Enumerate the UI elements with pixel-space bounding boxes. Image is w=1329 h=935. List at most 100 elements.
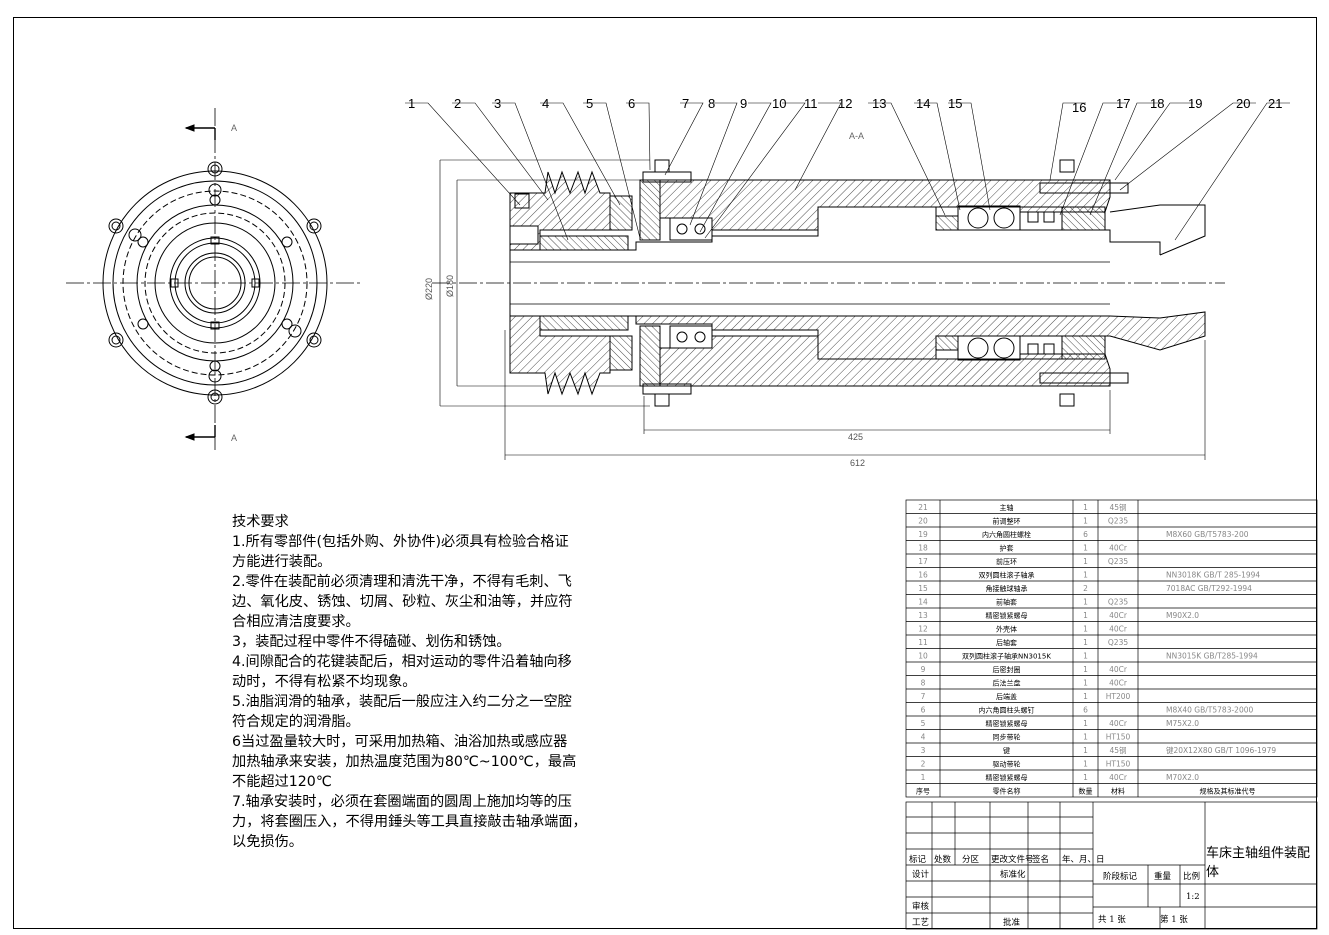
bom-cell-name: 后密封圈 (993, 665, 1021, 674)
balloon-5: 5 (586, 96, 593, 111)
bom-cell-name: 后法兰盘 (993, 679, 1021, 688)
bom-cell-qty: 1 (1083, 557, 1088, 566)
bom-cell-no: 2 (921, 760, 926, 769)
note-line: 6当过盈量较大时，可采用加热箱、油浴加热或感应器 (232, 734, 568, 750)
bom-cell-qty: 6 (1083, 706, 1088, 715)
notes-title: 技术要求 (232, 514, 289, 530)
bom-cell-spec: M70X2.0 (1166, 773, 1199, 782)
bom-cell-spec: M75X2.0 (1166, 719, 1199, 728)
bom-cell-mat: 40Cr (1109, 719, 1128, 728)
dim-length-612: 612 (850, 458, 865, 468)
bom-cell-qty: 1 (1083, 773, 1088, 782)
end-view (66, 108, 363, 450)
balloon-19: 19 (1188, 96, 1202, 111)
drawing-frame (13, 17, 1317, 929)
bom-cell-mat: HT150 (1106, 760, 1131, 769)
balloon-7: 7 (682, 96, 689, 111)
bom-cell-no: 13 (918, 611, 928, 620)
bom-cell-mat: 40Cr (1109, 611, 1128, 620)
bom-cell-qty: 2 (1083, 584, 1088, 593)
bom-cell-name: 护套 (1000, 544, 1014, 553)
note-line: 1.所有零部件(包括外购、外协件)必须具有检验合格证 (232, 534, 569, 550)
section-view (405, 102, 1290, 460)
bom-cell-no: 12 (918, 625, 928, 634)
bom-cell-name: 后轴套 (996, 638, 1017, 647)
cut-mark-top: A (231, 123, 237, 133)
balloon-21: 21 (1268, 96, 1282, 111)
bom-cell-name: 前轴套 (996, 598, 1017, 607)
tb-count: 处数 (934, 854, 952, 865)
bom-header-name: 零件名称 (993, 787, 1021, 796)
bom-cell-qty: 1 (1083, 625, 1088, 634)
balloon-15: 15 (948, 96, 962, 111)
balloon-14: 14 (916, 96, 930, 111)
bom-cell-name: 精密锁紧螺母 (986, 773, 1028, 782)
balloon-17: 17 (1116, 96, 1130, 111)
balloon-18: 18 (1150, 96, 1164, 111)
note-line: 以免损伤。 (232, 834, 303, 850)
bom-cell-qty: 1 (1083, 503, 1088, 512)
bom-cell-mat: Q235 (1108, 598, 1128, 607)
bom-cell-no: 9 (921, 665, 926, 674)
bom-cell-qty: 1 (1083, 679, 1088, 688)
note-line: 方能进行装配。 (232, 554, 332, 570)
dim-inner-diameter: Ø180 (445, 275, 455, 297)
drawing-title: 车床主轴组件装配体 (1206, 846, 1311, 880)
balloon-11: 11 (804, 96, 818, 111)
bom-cell-no: 6 (921, 706, 926, 715)
tb-process: 工艺 (912, 918, 929, 928)
note-line: 5.油脂润滑的轴承，装配后一般应注入约二分之一空腔 (232, 694, 572, 710)
bom-cell-mat: 45钢 (1109, 502, 1126, 512)
bom-cell-qty: 1 (1083, 733, 1088, 742)
bom-cell-name: 双列圆柱滚子轴承 (979, 571, 1035, 580)
balloon-6: 6 (628, 96, 635, 111)
bom-table (905, 499, 1318, 798)
bom-cell-qty: 1 (1083, 544, 1088, 553)
bom-cell-spec: NN3015K GB/T285-1994 (1166, 652, 1258, 661)
bom-cell-qty: 1 (1083, 746, 1088, 755)
bom-cell-no: 19 (918, 530, 928, 539)
bom-cell-spec: M8X60 GB/T5783-200 (1166, 530, 1249, 539)
bom-cell-name: 同步带轮 (993, 733, 1021, 742)
bom-header-qty: 数量 (1079, 787, 1093, 796)
tb-mark: 标记 (909, 854, 927, 865)
bom-cell-no: 1 (921, 773, 926, 782)
section-label: A-A (849, 131, 864, 141)
bom-cell-name: 前调整环 (993, 517, 1021, 526)
tb-approve: 批准 (1003, 917, 1021, 928)
note-line: 力，将套圈压入，不得用錘头等工具直接敲击轴承端面， (232, 814, 587, 830)
bom-cell-qty: 1 (1083, 692, 1088, 701)
bom-cell-qty: 1 (1083, 571, 1088, 580)
bom-cell-no: 18 (918, 544, 928, 553)
bom-cell-qty: 6 (1083, 530, 1088, 539)
bom-cell-no: 21 (918, 503, 928, 512)
bom-cell-mat: HT150 (1106, 733, 1131, 742)
title-block-text: 标记 处数 分区 更改文件号 签名 年、月、日 设计 标准化 审核 工艺 批准 … (909, 854, 1200, 928)
bom-cell-mat: 40Cr (1109, 665, 1128, 674)
bom-cell-qty: 1 (1083, 652, 1088, 661)
balloon-13: 13 (872, 96, 886, 111)
bom-cell-name: 后端盖 (996, 692, 1017, 701)
tb-total-sheets: 共 1 张 (1098, 915, 1126, 925)
bom-cell-name: 外壳体 (996, 625, 1017, 634)
bom-cell-name: 精密锁紧螺母 (986, 611, 1028, 620)
note-line: 符合规定的润滑脂。 (232, 714, 360, 730)
bom-cell-name: 角接触球轴承 (986, 584, 1028, 593)
tb-weight: 重量 (1154, 871, 1172, 882)
balloon-1: 1 (408, 96, 415, 111)
note-line: 合相应清洁度要求。 (232, 614, 360, 630)
bom-cell-mat: Q235 (1108, 557, 1128, 566)
balloon-8: 8 (708, 96, 715, 111)
technical-requirements: 技术要求 1.所有零部件(包括外购、外协件)必须具有检验合格证 方能进行装配。 … (232, 512, 652, 852)
balloon-2: 2 (454, 96, 461, 111)
bom-cell-no: 16 (918, 571, 928, 580)
tb-doc: 更改文件号 (991, 854, 1034, 865)
tb-scale: 1:2 (1186, 892, 1200, 902)
bom-cell-qty: 1 (1083, 598, 1088, 607)
bom-cell-spec: M8X40 GB/T5783-2000 (1166, 706, 1253, 715)
tb-sign: 签名 (1032, 854, 1049, 865)
tb-standard: 标准化 (1000, 869, 1026, 880)
bom-cell-no: 4 (921, 733, 926, 742)
bom-cell-name: 内六角圆柱螺栓 (982, 530, 1031, 539)
